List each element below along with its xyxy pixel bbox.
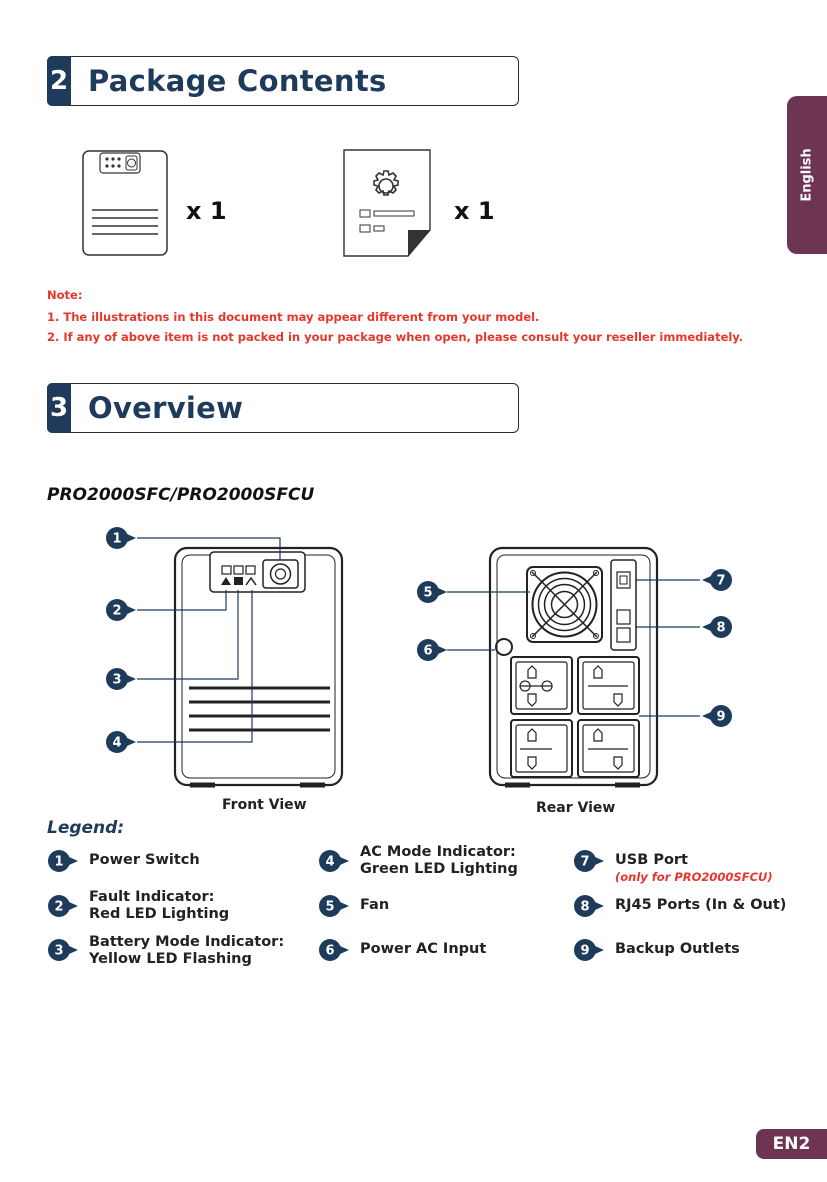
legend-badge: 5 xyxy=(319,895,349,917)
section-number: 2 xyxy=(47,56,71,106)
callout-9-badge: 9 xyxy=(702,705,732,727)
callout-2-badge: 2 xyxy=(106,599,136,621)
legend-label: Power Switch xyxy=(89,852,200,868)
legend-label: AC Mode Indicator: xyxy=(360,844,516,860)
language-tab: English xyxy=(787,96,827,254)
callout-number: 5 xyxy=(423,586,432,601)
language-tab-label: English xyxy=(799,148,815,202)
rear-view-label: Rear View xyxy=(536,800,616,816)
callout-number: 8 xyxy=(716,621,725,636)
legend-badge: 9 xyxy=(574,939,604,961)
legend-label: Backup Outlets xyxy=(615,941,740,957)
legend-label: Green LED Lighting xyxy=(360,861,518,877)
legend-badge: 3 xyxy=(48,939,78,961)
legend-badge: 2 xyxy=(48,895,78,917)
callout-number: 6 xyxy=(423,644,432,659)
callout-7-badge: 7 xyxy=(702,569,732,591)
callout-5-badge: 5 xyxy=(417,581,447,603)
legend-label: Power AC Input xyxy=(360,941,487,957)
model-title: PRO2000SFC/PRO2000SFCU xyxy=(47,485,315,505)
svg-text:9: 9 xyxy=(580,944,589,959)
svg-text:7: 7 xyxy=(580,855,589,870)
page-number: EN2 xyxy=(756,1129,827,1159)
svg-text:1: 1 xyxy=(54,855,63,870)
callout-3-badge: 3 xyxy=(106,668,136,690)
front-view-ups xyxy=(173,546,344,788)
callout-number: 9 xyxy=(716,710,725,725)
section-title: Package Contents xyxy=(88,64,387,98)
callout-number: 4 xyxy=(112,736,121,751)
manual-quantity: x 1 xyxy=(454,197,495,225)
svg-text:4: 4 xyxy=(325,855,334,870)
legend-label: Yellow LED Flashing xyxy=(89,951,252,967)
svg-text:8: 8 xyxy=(580,900,589,915)
legend-badge: 8 xyxy=(574,895,604,917)
callout-number: 7 xyxy=(716,574,725,589)
callout-number: 1 xyxy=(112,532,121,547)
callout-number: 2 xyxy=(112,604,121,619)
legend-label: Fault Indicator: xyxy=(89,889,215,905)
note-line-1: 1. The illustrations in this document ma… xyxy=(47,310,540,324)
front-leader-lines xyxy=(137,537,281,743)
legend-note: (only for PRO2000SFCU) xyxy=(615,870,773,884)
front-view-label: Front View xyxy=(222,797,307,813)
section-title: Overview xyxy=(88,391,244,425)
ups-diagram xyxy=(137,537,700,788)
svg-text:2: 2 xyxy=(54,900,63,915)
legend-badge: 4 xyxy=(319,850,349,872)
legend-badge: 1 xyxy=(48,850,78,872)
svg-text:6: 6 xyxy=(325,944,334,959)
manual-document-icon xyxy=(343,149,431,257)
section-number: 3 xyxy=(47,383,71,433)
callout-6-badge: 6 xyxy=(417,639,447,661)
legend-badge: 6 xyxy=(319,939,349,961)
rear-view-ups xyxy=(488,546,659,788)
legend-title: Legend: xyxy=(47,818,125,838)
legend-label: Battery Mode Indicator: xyxy=(89,934,285,950)
svg-text:3: 3 xyxy=(54,944,63,959)
overview-header: 3 Overview xyxy=(47,383,519,433)
package-contents-header: 2 Package Contents xyxy=(47,56,519,106)
legend-label: RJ45 Ports (In & Out) xyxy=(615,897,787,913)
callout-1-badge: 1 xyxy=(106,527,136,549)
callout-4-badge: 4 xyxy=(106,731,136,753)
legend-badge: 7 xyxy=(574,850,604,872)
note-line-2: 2. If any of above item is not packed in… xyxy=(47,330,744,344)
ups-device-icon xyxy=(82,150,168,256)
legend-label: Fan xyxy=(360,897,390,913)
callout-8-badge: 8 xyxy=(702,616,732,638)
rear-leader-lines xyxy=(447,579,700,717)
ups-quantity: x 1 xyxy=(186,197,227,225)
legend-label: Red LED Lighting xyxy=(89,906,230,922)
legend-label: USB Port xyxy=(615,852,688,868)
svg-text:5: 5 xyxy=(325,900,334,915)
callout-number: 3 xyxy=(112,673,121,688)
note-heading: Note: xyxy=(47,288,83,302)
